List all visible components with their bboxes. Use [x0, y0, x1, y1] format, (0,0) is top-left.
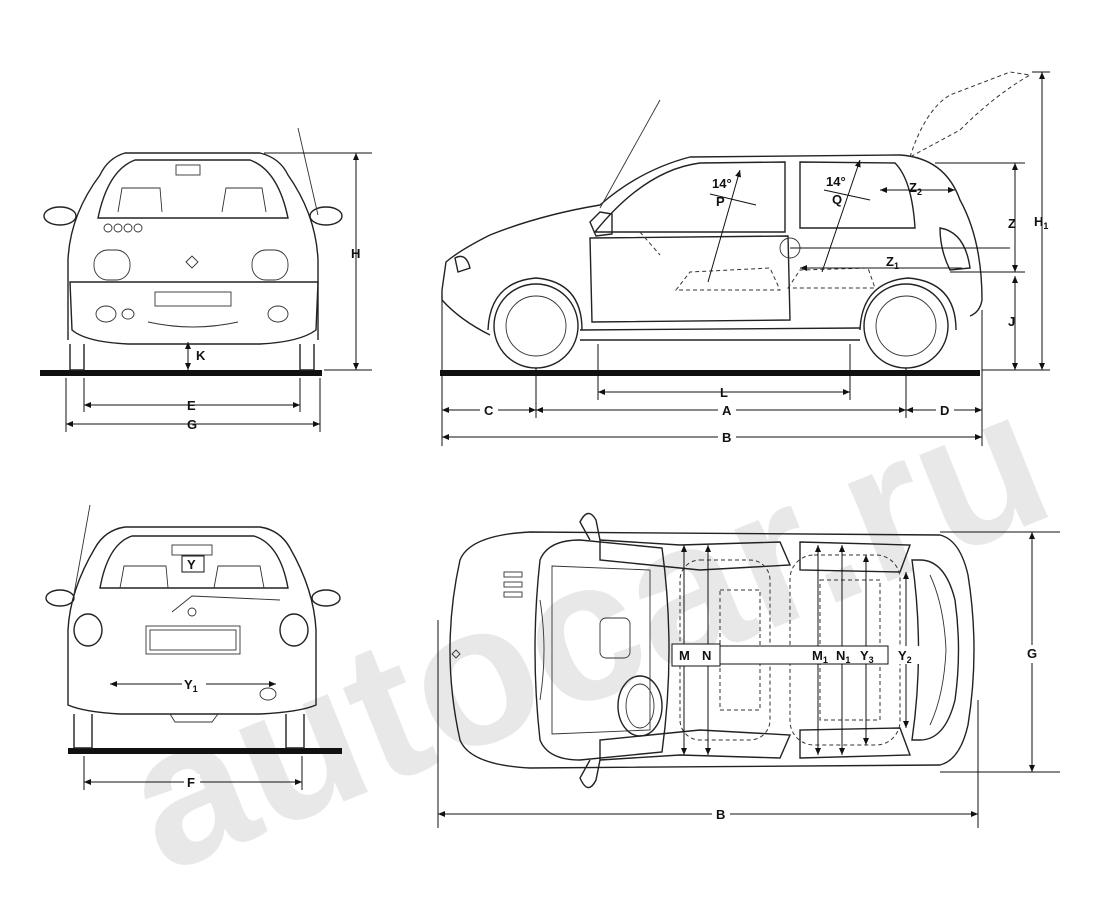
side-ground-line — [440, 370, 980, 376]
label-F: F — [187, 775, 195, 790]
label-G-top: G — [1027, 646, 1037, 661]
label-Y2: Y2 — [898, 648, 912, 665]
rear-ground-line — [68, 748, 342, 754]
label-P: P — [716, 194, 725, 209]
label-Y: Y — [187, 557, 196, 572]
watermark: autocar.ru — [96, 345, 1076, 900]
angle-q-value: 14° — [826, 174, 846, 189]
label-C: C — [484, 403, 494, 418]
label-Z1: Z1 — [886, 254, 899, 271]
front-view: H K E G — [40, 127, 372, 432]
label-H: H — [351, 246, 360, 261]
label-Y3: Y3 — [860, 648, 874, 665]
side-view: 14° P 14° Q Z2 Z1 Z J H1 L — [440, 71, 1050, 446]
label-B-side: B — [722, 430, 731, 445]
label-J: J — [1008, 314, 1015, 329]
label-E: E — [187, 398, 196, 413]
label-A: A — [722, 403, 732, 418]
label-K: K — [196, 348, 206, 363]
label-B-top: B — [716, 807, 725, 822]
label-N1: N1 — [836, 648, 850, 665]
label-M: M — [679, 648, 690, 663]
label-L: L — [720, 385, 728, 400]
label-Z: Z — [1008, 216, 1016, 231]
label-Q: Q — [832, 192, 842, 207]
label-N: N — [702, 648, 711, 663]
label-D: D — [940, 403, 949, 418]
label-M1: M1 — [812, 648, 828, 665]
angle-p-value: 14° — [712, 176, 732, 191]
label-G: G — [187, 417, 197, 432]
label-H1: H1 — [1034, 214, 1048, 231]
rear-view: Y Y1 F — [45, 504, 342, 790]
label-Z2: Z2 — [909, 180, 922, 197]
label-Y1: Y1 — [184, 677, 198, 694]
top-view: M N M1 N1 Y3 Y2 G B — [437, 512, 1060, 828]
front-ground-line — [40, 370, 322, 376]
